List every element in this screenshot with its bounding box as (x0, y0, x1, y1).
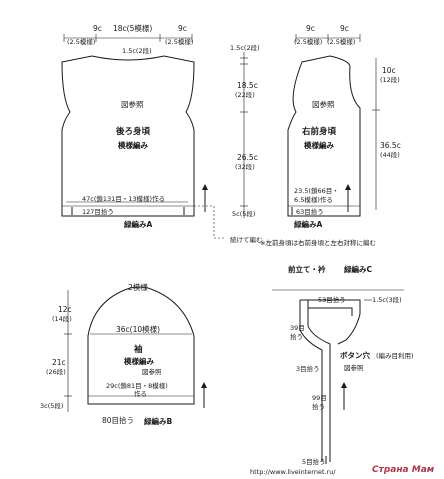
front-top-left-sub: (2.5模様) (294, 37, 322, 46)
band-inner-edge (307, 300, 331, 462)
sleeve-width: 36c(10模様) (116, 324, 160, 334)
back-top-right-sub: (2.5模様) (165, 37, 193, 46)
back-top-mid: 18c(5模様) (113, 23, 152, 33)
sleeve-h2: 21c (52, 358, 66, 367)
center-d1: 1.5c(2段) (230, 43, 260, 52)
back-piece: 9c (2.5模様) 18c(5模様) 9c (2.5模様) 1.5c(2段) … (61, 23, 208, 229)
center-d3-sub: (32段) (235, 162, 255, 171)
sleeve-h1-sub: (14段) (52, 314, 72, 323)
front-top-left: 9c (306, 24, 315, 33)
watermark: http://www.liveinternet.ru/ Страна Мам (250, 465, 435, 476)
front-note: ※左前身頃は右前身頃と左右対称に編む (260, 238, 376, 247)
sleeve-h2-sub: (26段) (46, 367, 66, 376)
back-pattern: 模様編み (118, 140, 148, 150)
sleeve-pickup: 80目拾う (102, 415, 134, 425)
back-edge: 緑編みA (124, 219, 152, 229)
front-arrow-head (345, 184, 351, 190)
band-pick4-sub: 拾う (312, 402, 325, 411)
band-pick2-sub: 拾う (290, 332, 303, 341)
front-title: 右前身頃 (301, 126, 337, 137)
band-pick2: 39目 (290, 324, 305, 332)
band-pick5: 5目拾う (302, 457, 326, 466)
back-pickup: 127目拾う (82, 207, 114, 216)
front-bottom-width: 23.5(鎖66目・ (294, 186, 339, 195)
front-side1: 10c (382, 66, 396, 75)
front-pattern: 模様編み (304, 140, 334, 150)
center-d4: 5c(5段) (232, 209, 255, 218)
sleeve-top: 2模様 (128, 282, 148, 292)
band-collar (300, 299, 361, 345)
band-edge: 緑編みC (344, 264, 372, 274)
band-button: ボタン穴 (340, 350, 370, 360)
sleeve-ref: 図参照 (142, 367, 162, 376)
sleeve-title: 袖 (133, 344, 143, 355)
front-side1-sub: (12段) (380, 75, 400, 84)
sleeve-edge: 緑編みB (144, 416, 172, 426)
front-side2: 36.5c (380, 141, 401, 150)
back-arrow-head (202, 184, 208, 190)
band-width: 1.5c(3段) (372, 295, 402, 304)
sleeve-arrow-head (201, 382, 207, 388)
back-top-right: 9c (178, 24, 187, 33)
front-edge: 緑編みA (294, 219, 322, 229)
back-ref: 図参照 (121, 99, 144, 109)
back-top-left: 9c (93, 24, 102, 33)
back-title: 後ろ身頃 (116, 126, 151, 137)
back-neck: 1.5c(2段) (122, 46, 152, 55)
band-collar-inner (308, 307, 353, 316)
sleeve-outline (87, 286, 195, 405)
band-pick3: 3目拾う (296, 364, 320, 373)
band-piece: 前立て・衿 緑編みC 53目拾う 1.5c(3段) 39目 拾う ボタン穴 (編… (272, 264, 414, 466)
center-cont: 続けて編む (230, 235, 263, 244)
band-ref: 図参照 (344, 363, 364, 372)
front-bottom-width2: 6.5模様)作る (294, 195, 333, 204)
sleeve-h3: 3c(5段) (40, 401, 63, 410)
front-side2-sub: (44段) (380, 150, 400, 159)
sleeve-piece: 2模様 12c (14段) 36c(10模様) 袖 模様編み 図参照 21c (… (40, 282, 207, 426)
band-title: 前立て・衿 (288, 264, 326, 274)
back-bottom-width: 47c(鎖131目・13模様)作る (82, 194, 165, 203)
sleeve-bottom-width2: 作る (134, 389, 147, 398)
sleeve-pattern: 模様編み (124, 356, 154, 366)
center-d2: 18.5c (237, 81, 258, 90)
band-button-sub: (編み目利用) (376, 351, 414, 360)
front-piece: 9c (2.5模様) 9c (2.5模様) 10c (12段) 36.5c (4… (260, 24, 401, 247)
front-top-right: 9c (340, 24, 349, 33)
band-outer-edge (299, 300, 323, 462)
front-ref: 図参照 (312, 99, 335, 109)
front-pickup: 63目拾う (296, 207, 324, 216)
band-pick1: 53目拾う (318, 295, 346, 304)
center-d3: 26.5c (237, 153, 258, 162)
back-outline (61, 55, 195, 217)
center-d2-sub: (22段) (235, 90, 255, 99)
back-top-left-sub: (2.5模様) (67, 37, 95, 46)
center-dimensions: 1.5c(2段) 18.5c (22段) 26.5c (32段) 5c(5段) … (194, 43, 263, 244)
sleeve-h1: 12c (58, 305, 72, 314)
continue-guide (194, 205, 224, 239)
front-top-right-sub: (2.5模様) (327, 37, 355, 46)
band-pick4: 99目 (312, 394, 327, 402)
band-arrow-head (341, 382, 347, 388)
sleeve-bottom-width: 29c(鎖81目・8模様) (106, 381, 168, 390)
watermark-url: http://www.liveinternet.ru/ (250, 468, 336, 476)
front-outline (287, 55, 361, 217)
watermark-brand: Страна Мам (372, 465, 435, 475)
